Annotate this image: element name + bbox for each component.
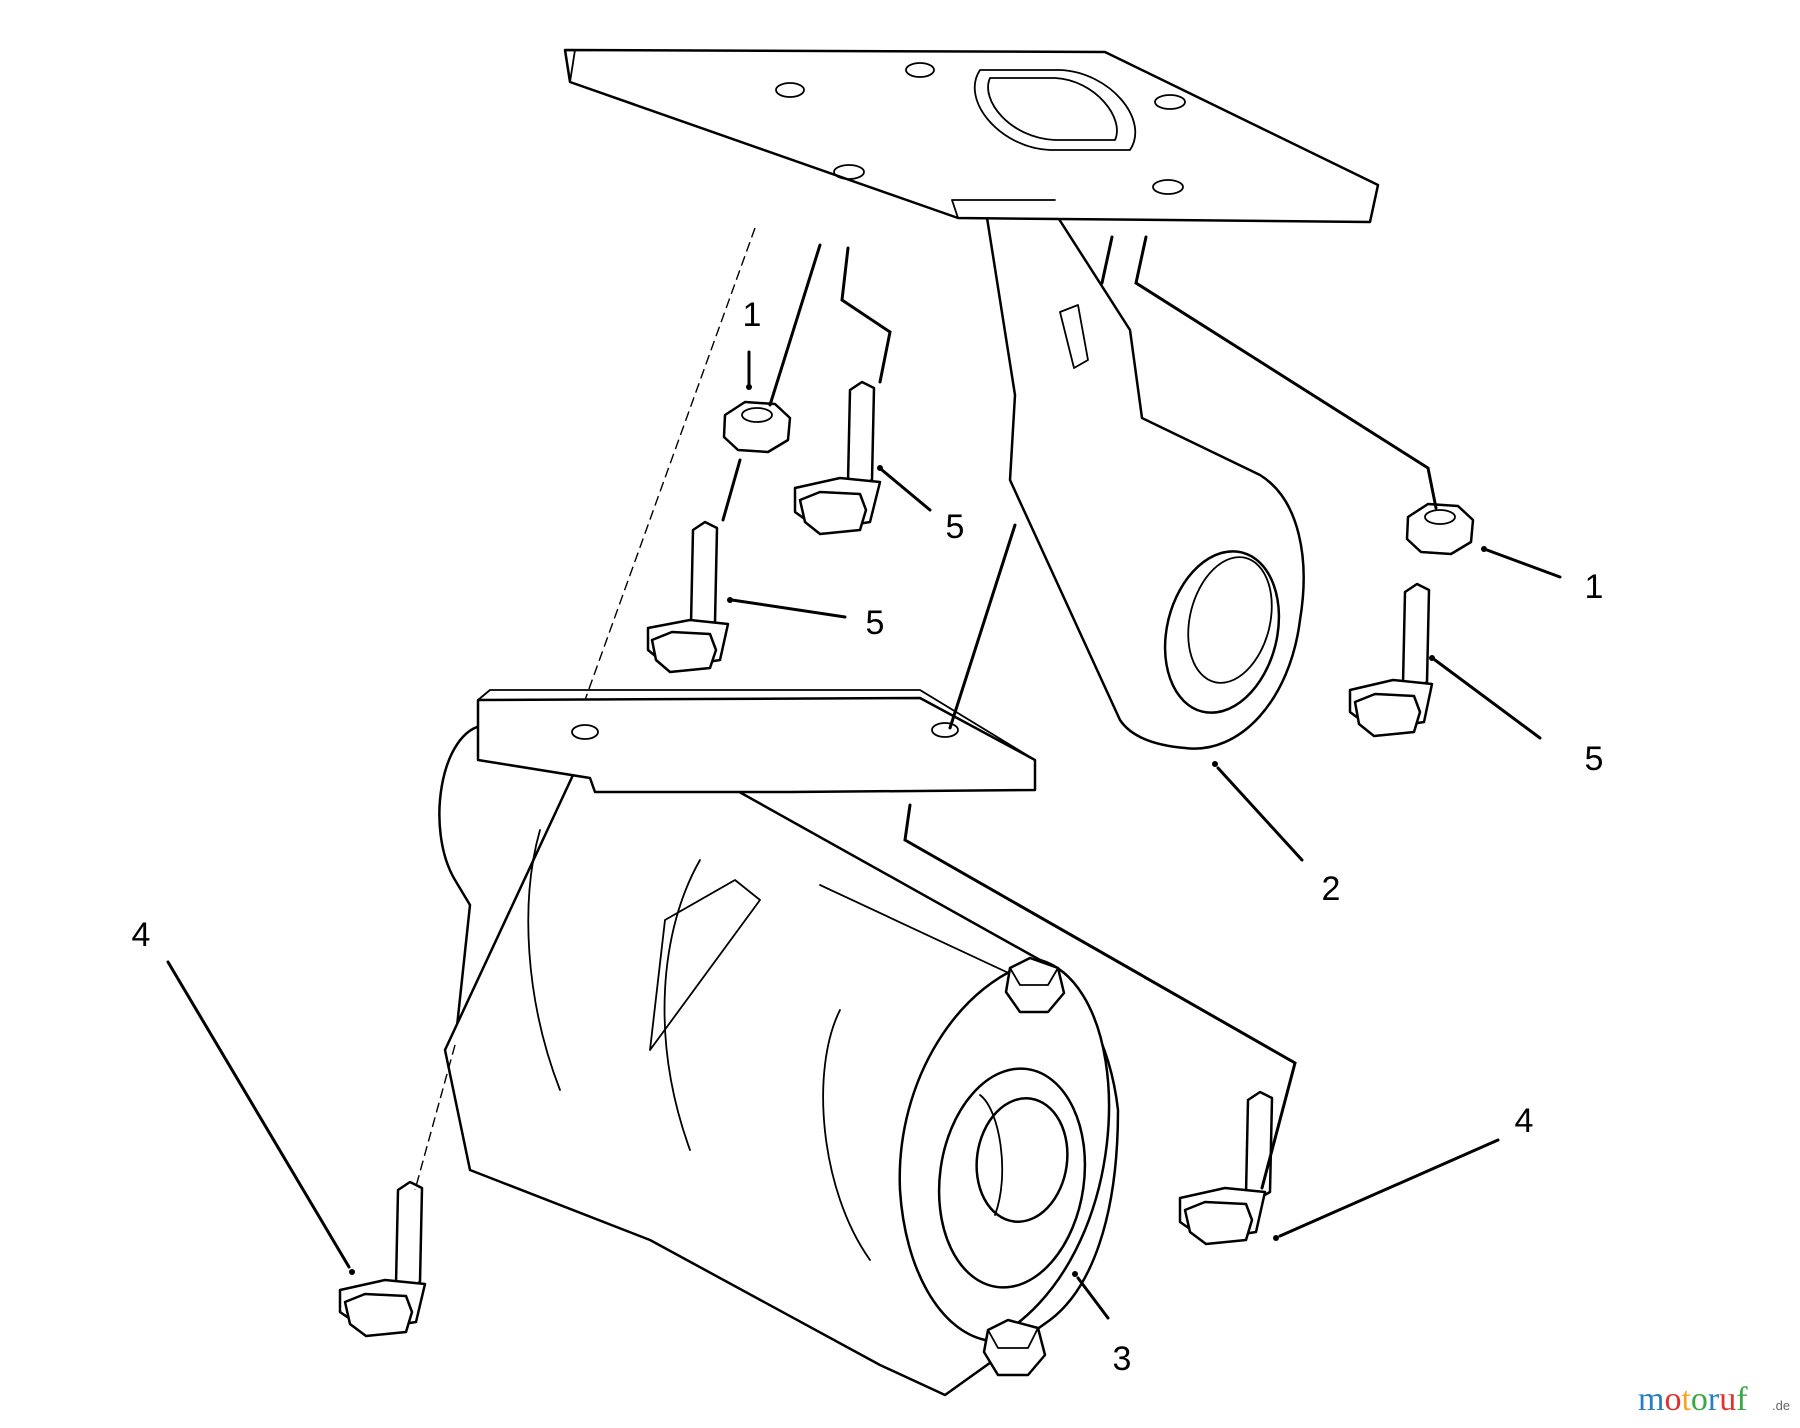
mounting-bracket xyxy=(563,48,1380,750)
callout-3: 3 xyxy=(1113,1340,1132,1378)
svg-text:.de: .de xyxy=(1772,1398,1790,1413)
starter-motor xyxy=(438,689,1120,1397)
hex-nut-right xyxy=(1405,502,1475,556)
callout-2: 2 xyxy=(1322,870,1341,908)
flange-bolt-right xyxy=(1348,582,1434,738)
callout-5-right: 5 xyxy=(1585,740,1604,778)
callout-5-upper: 5 xyxy=(946,508,965,546)
svg-text:motoruf: motoruf xyxy=(1638,1381,1748,1418)
flange-bolt-lower-left xyxy=(338,1180,427,1338)
callout-5-middle: 5 xyxy=(866,604,885,642)
callout-4-right: 4 xyxy=(1515,1102,1534,1140)
flange-bolt-upper xyxy=(793,380,882,536)
callout-4-left: 4 xyxy=(132,916,151,954)
callout-1-right: 1 xyxy=(1585,568,1604,606)
assembly-lines xyxy=(414,227,1438,1191)
callout-labels: 1 5 5 1 5 2 3 4 4 xyxy=(132,296,1604,1378)
watermark-logo: motoruf .de xyxy=(1638,1381,1790,1418)
callout-1-left: 1 xyxy=(743,296,762,334)
flange-bolt-lower-right xyxy=(1178,1090,1274,1246)
hex-nut-left xyxy=(722,400,792,454)
callout-pointers xyxy=(166,350,1562,1320)
flange-bolt-middle xyxy=(646,520,730,674)
